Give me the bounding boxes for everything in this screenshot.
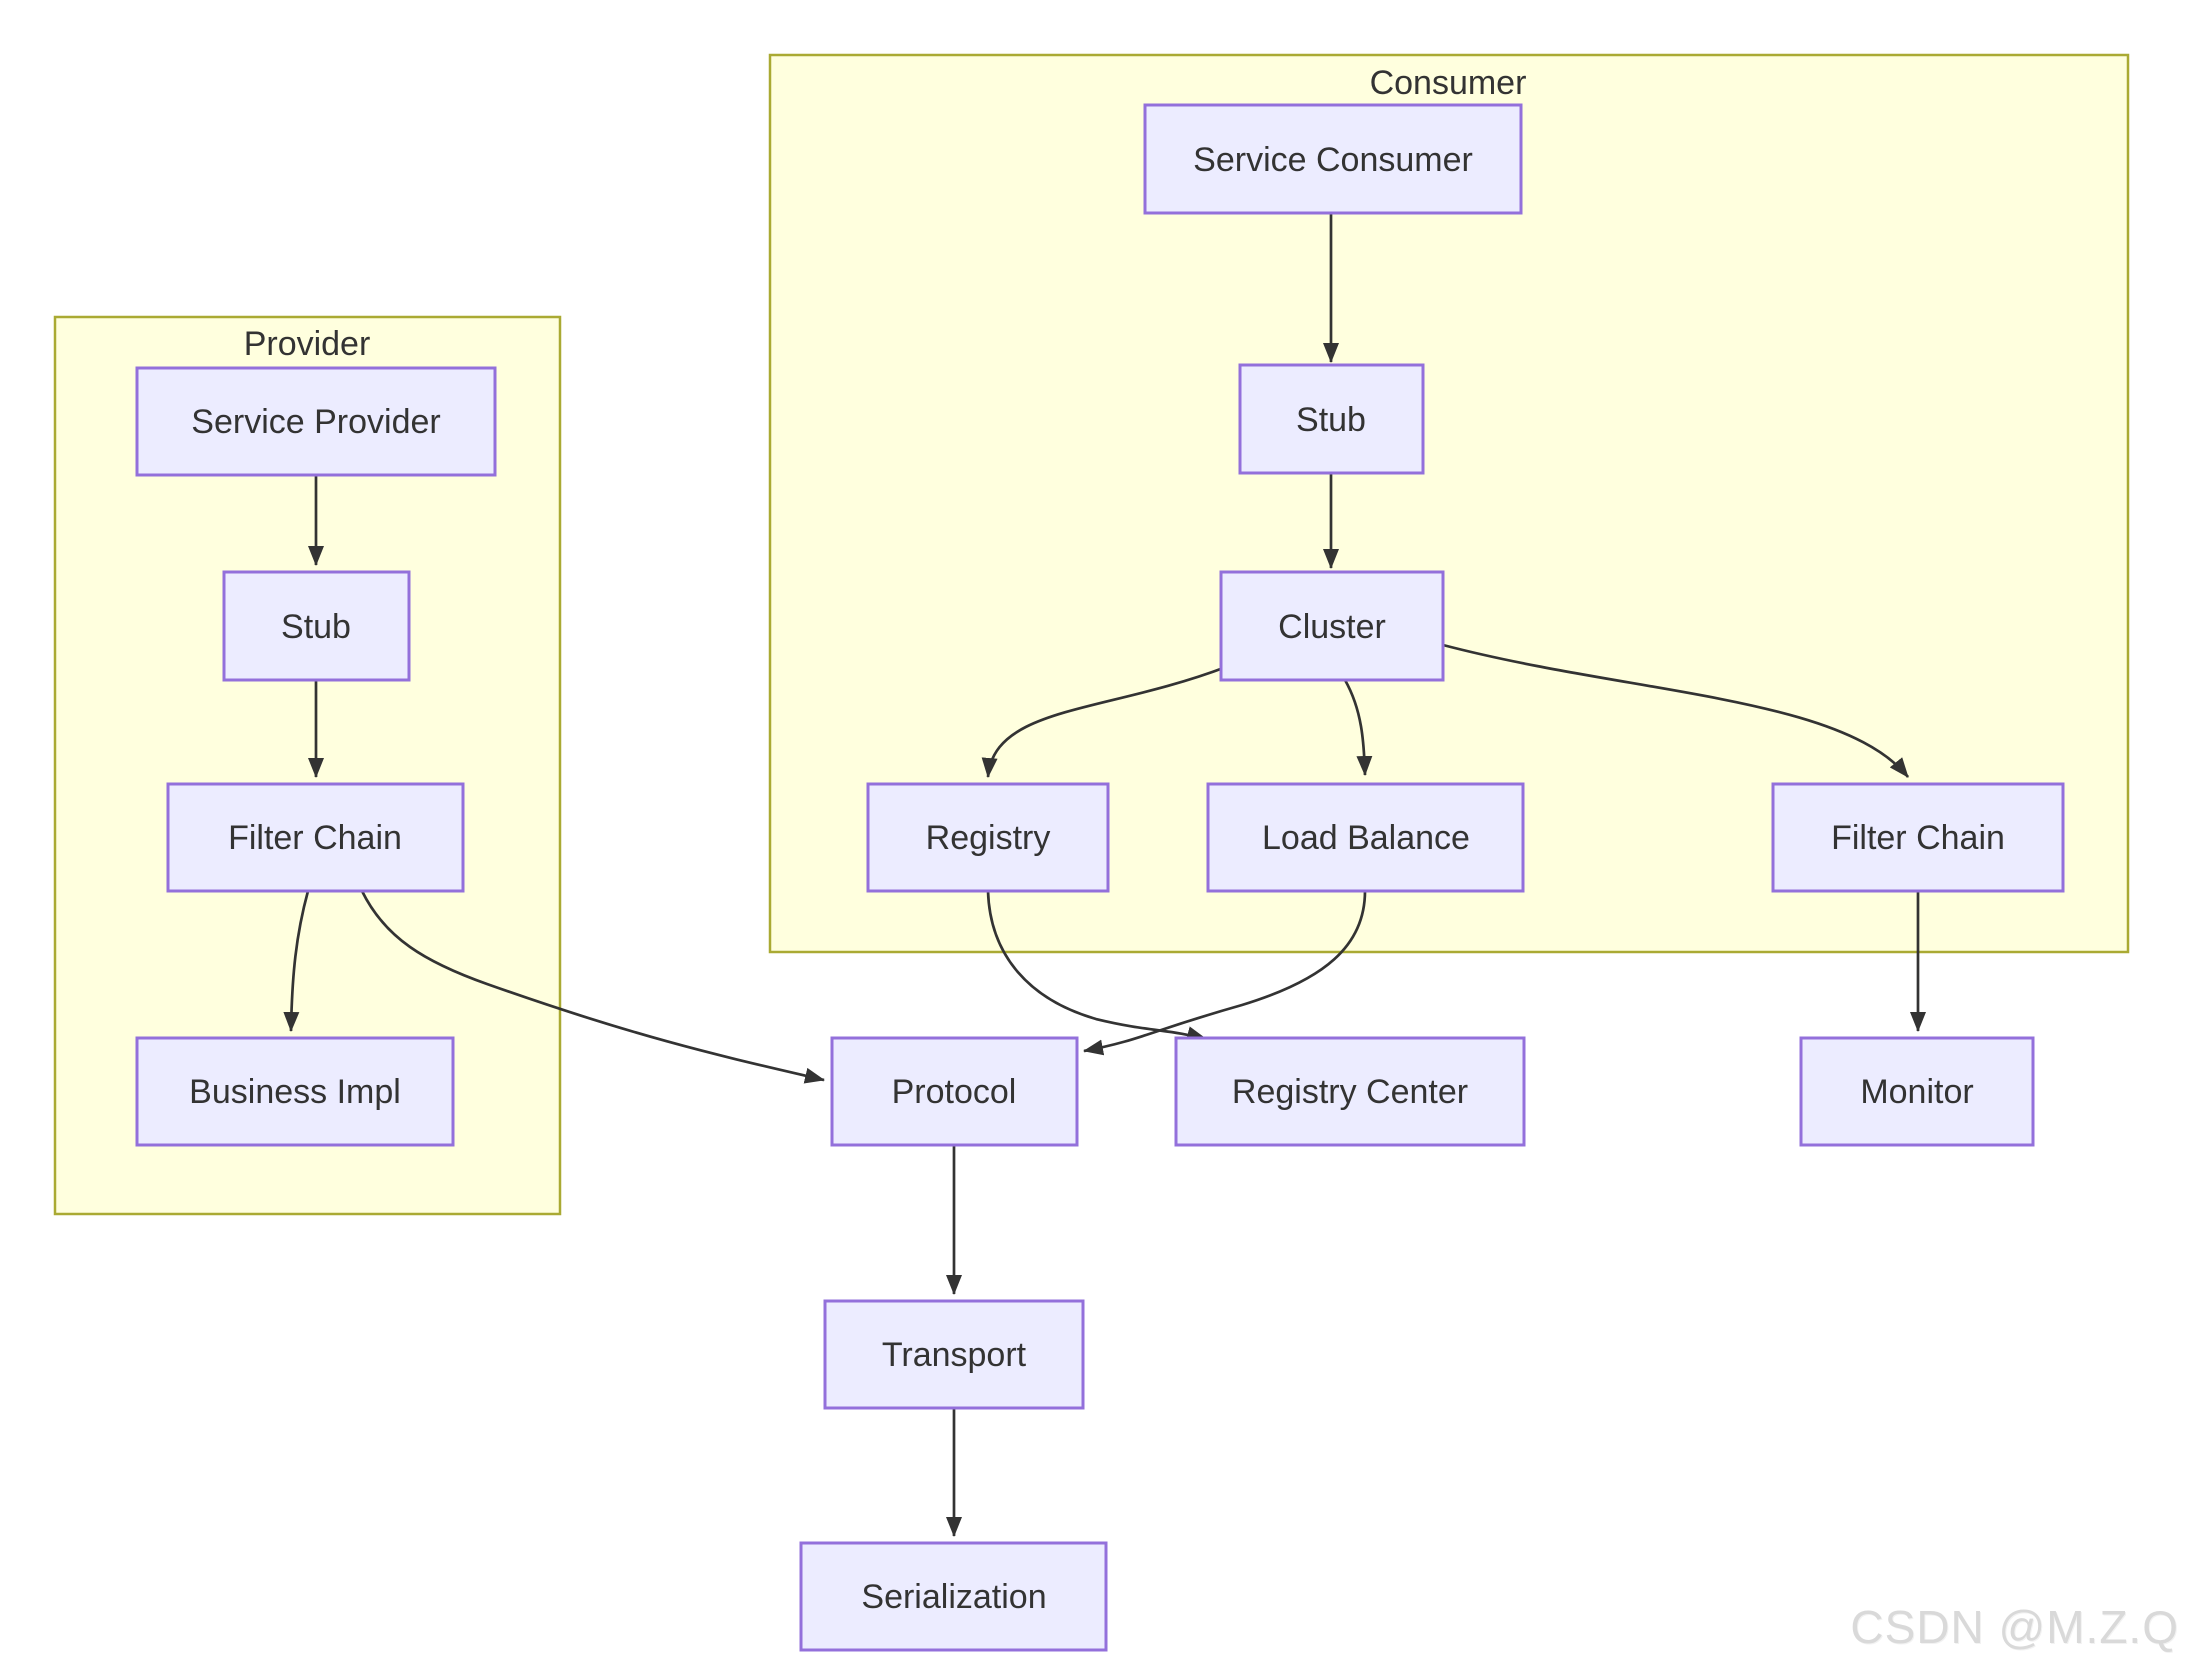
node-service-consumer-label: Service Consumer <box>1193 141 1473 179</box>
node-stub-consumer-label: Stub <box>1296 401 1366 439</box>
node-load-balance-label: Load Balance <box>1262 819 1470 857</box>
node-filter-chain-consumer: Filter Chain <box>1771 782 2065 893</box>
provider-subgraph-title: Provider <box>244 325 371 363</box>
csdn-watermark: CSDN @M.Z.Q <box>1850 1601 2179 1653</box>
edge-filter-chain-to-business-impl <box>283 890 310 1032</box>
node-registry-center-label: Registry Center <box>1232 1073 1468 1111</box>
node-monitor-label: Monitor <box>1860 1073 1973 1111</box>
edge-registry-to-registry-center <box>986 890 1207 1042</box>
node-load-balance: Load Balance <box>1206 782 1525 893</box>
node-registry-center: Registry Center <box>1174 1036 1526 1147</box>
node-transport: Transport <box>823 1299 1085 1410</box>
node-transport-box <box>823 1299 1085 1410</box>
node-filter-chain-provider-label: Filter Chain <box>228 819 402 857</box>
node-registry: Registry <box>866 782 1110 893</box>
node-registry-box <box>866 782 1110 893</box>
node-monitor-box <box>1799 1036 2035 1147</box>
node-stub-consumer-box <box>1238 363 1425 475</box>
node-serialization-label: Serialization <box>861 1578 1046 1616</box>
node-cluster-label: Cluster <box>1278 608 1386 646</box>
node-filter-chain-provider-box <box>166 782 465 893</box>
node-service-provider: Service Provider <box>135 366 497 477</box>
node-protocol-label: Protocol <box>892 1073 1017 1111</box>
node-filter-chain-provider: Filter Chain <box>166 782 465 893</box>
node-service-provider-box <box>135 366 497 477</box>
node-load-balance-box <box>1206 782 1525 893</box>
node-monitor: Monitor <box>1799 1036 2035 1147</box>
consumer-subgraph-title: Consumer <box>1370 64 1527 102</box>
edge-cluster-to-load-balance <box>1343 679 1373 776</box>
node-stub-consumer: Stub <box>1238 363 1425 475</box>
node-service-consumer-box <box>1143 103 1523 215</box>
node-stub-provider: Stub <box>222 570 411 682</box>
node-serialization-box <box>799 1541 1108 1652</box>
node-protocol: Protocol <box>830 1036 1079 1147</box>
edge-cluster-to-filter-chain <box>1442 643 1910 778</box>
node-protocol-box <box>830 1036 1079 1147</box>
node-serialization: Serialization <box>799 1541 1108 1652</box>
node-filter-chain-consumer-box <box>1771 782 2065 893</box>
node-registry-label: Registry <box>926 819 1051 857</box>
node-business-impl: Business Impl <box>135 1036 455 1147</box>
node-cluster-box <box>1219 570 1445 682</box>
node-business-impl-label: Business Impl <box>189 1073 401 1111</box>
node-registry-center-box <box>1174 1036 1526 1147</box>
node-transport-label: Transport <box>882 1336 1027 1374</box>
node-stub-provider-box <box>222 570 411 682</box>
edge-load-balance-to-protocol <box>1083 890 1367 1056</box>
node-business-impl-box <box>135 1036 455 1147</box>
node-service-consumer: Service Consumer <box>1143 103 1523 215</box>
node-cluster: Cluster <box>1219 570 1445 682</box>
node-filter-chain-consumer-label: Filter Chain <box>1831 819 2005 857</box>
edge-filter-chain-to-protocol <box>360 890 825 1084</box>
edge-cluster-to-registry <box>981 665 1227 778</box>
node-service-provider-label: Service Provider <box>191 403 440 441</box>
node-stub-provider-label: Stub <box>281 608 351 646</box>
